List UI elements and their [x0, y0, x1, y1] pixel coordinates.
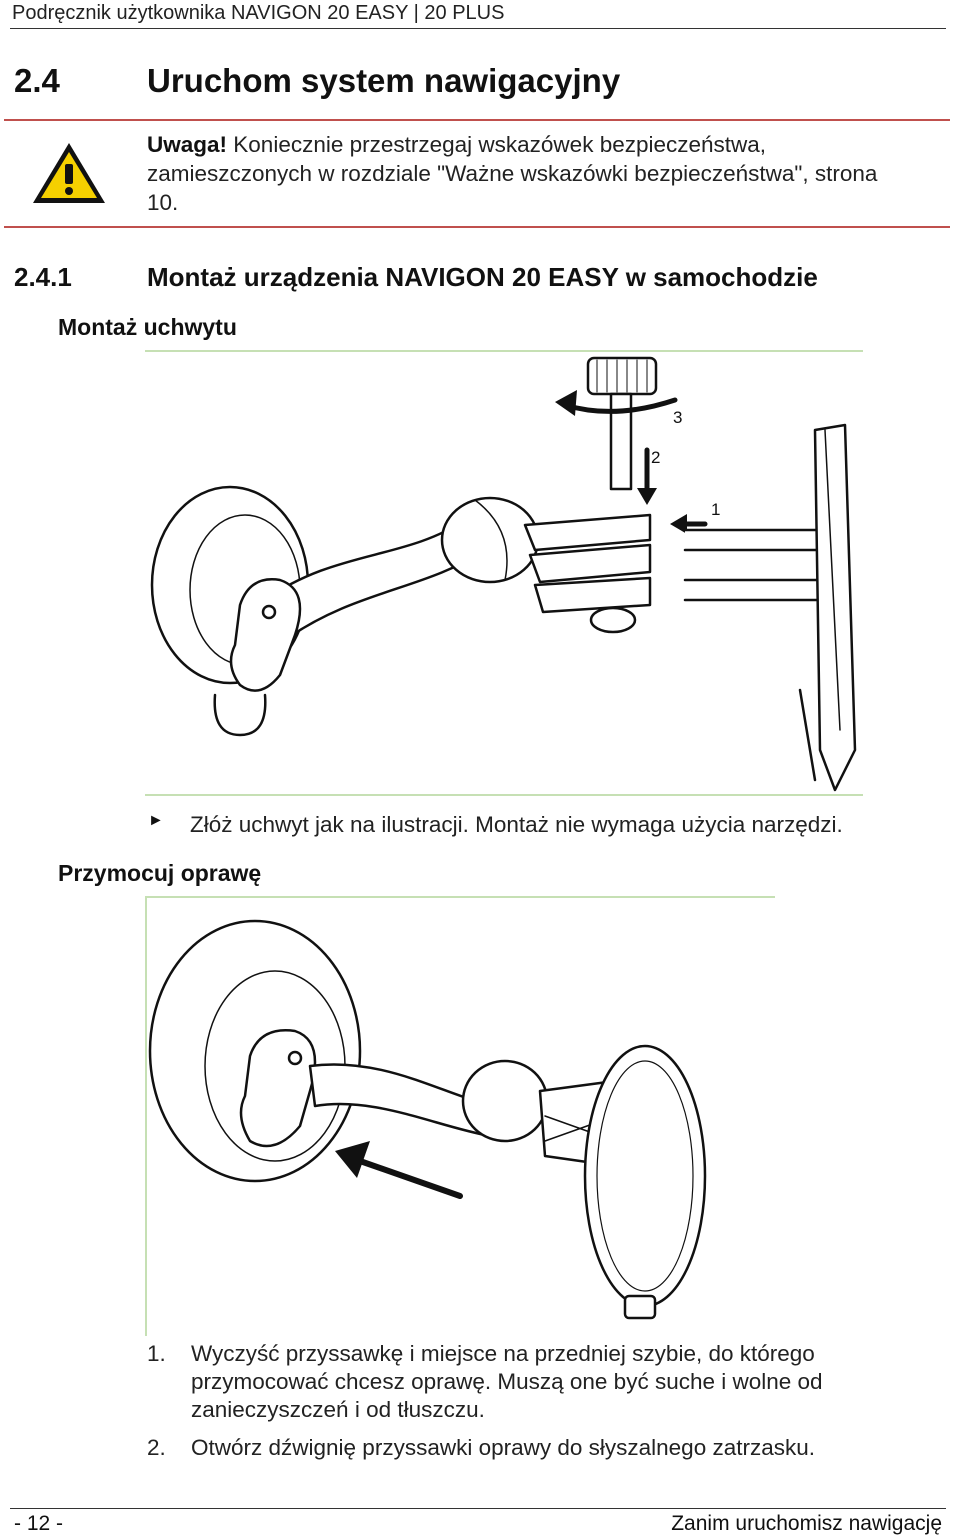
step-text: Wyczyść przyssawkę i miejsce na przednie… [191, 1341, 823, 1422]
footer-rule [10, 1508, 946, 1509]
warning-bottom-rule [4, 226, 950, 228]
step-number: 2. [147, 1435, 166, 1460]
footer-chapter: Zanim uruchomisz nawigację [671, 1512, 942, 1535]
attach-cradle-heading: Przymocuj oprawę [58, 860, 262, 886]
bullet-text: Złóż uchwyt jak na ilustracji. Montaż ni… [190, 812, 843, 837]
subsection-title: Montaż urządzenia NAVIGON 20 EASY w samo… [147, 262, 818, 292]
list-item: 1. Wyczyść przyssawkę i miejsce na przed… [147, 1340, 927, 1424]
warning-body: Koniecznie przestrzegaj wskazówek bezpie… [147, 132, 878, 215]
figure-label-3: 3 [673, 408, 683, 427]
page-number: - 12 - [14, 1512, 64, 1535]
mount-holder-heading: Montaż uchwytu [58, 314, 237, 340]
steps-list: 1. Wyczyść przyssawkę i miejsce na przed… [147, 1340, 927, 1472]
document-header-title: Podręcznik użytkownika NAVIGON 20 EASY |… [12, 2, 505, 24]
step-number: 1. [147, 1341, 166, 1366]
warning-text-block: Uwaga! Koniecznie przestrzegaj wskazówek… [147, 130, 907, 217]
figure-label-2: 2 [651, 448, 661, 467]
holder-assembly-figure: 3 2 1 [144, 350, 864, 796]
warning-triangle-icon [30, 140, 108, 206]
warning-label: Uwaga! [147, 132, 228, 157]
cradle-attach-figure [144, 895, 776, 1337]
figure-label-1: 1 [711, 500, 721, 519]
header-rule [10, 28, 946, 29]
warning-top-rule [4, 119, 950, 121]
bullet-marker: ► [148, 812, 164, 829]
list-item: 2. Otwórz dźwignię przyssawki oprawy do … [147, 1434, 927, 1462]
subsection-number: 2.4.1 [14, 262, 72, 292]
section-title: Uruchom system nawigacyjny [147, 62, 621, 99]
step-text: Otwórz dźwignię przyssawki oprawy do sły… [191, 1435, 815, 1460]
section-number: 2.4 [14, 62, 60, 99]
